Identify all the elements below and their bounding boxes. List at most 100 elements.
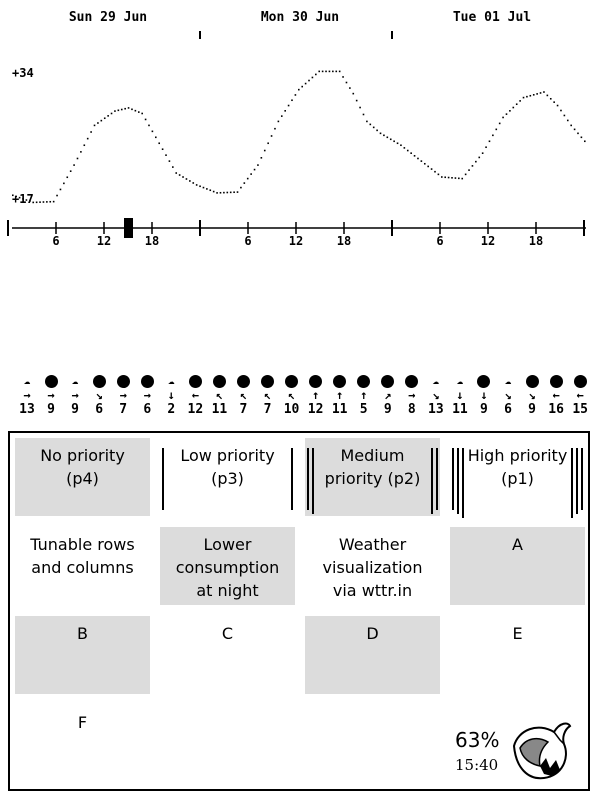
temp-point: [243, 182, 246, 184]
hour-label: 6: [436, 234, 443, 248]
temp-point: [131, 108, 133, 111]
priority-bar: [291, 448, 293, 510]
temp-point: [216, 192, 218, 194]
weather-hour: ↗9: [376, 374, 400, 417]
wind-direction-icon: ↖: [215, 388, 223, 402]
grid-cell[interactable]: High priority(p1): [450, 438, 585, 518]
weather-hour: ←16: [544, 374, 568, 417]
temp-point: [32, 201, 35, 204]
temp-point: [42, 201, 45, 203]
temp-point: [141, 112, 143, 115]
temp-point: [73, 164, 75, 166]
weather-hour: ☁↘6: [496, 374, 520, 418]
temp-point: [83, 144, 86, 147]
temp-point: [39, 201, 41, 203]
priority-bar: [436, 448, 438, 510]
temp-point: [233, 191, 235, 194]
weather-hour: ↘6: [87, 374, 111, 417]
temp-point: [277, 120, 280, 123]
temp-point: [257, 164, 259, 166]
temp-point: [468, 169, 470, 171]
temp-point: [308, 79, 310, 82]
day-label-0: Sun 29 Jun: [68, 10, 148, 25]
temp-point: [522, 96, 525, 99]
hour-label: 12: [481, 234, 495, 248]
sun-icon: [376, 374, 400, 388]
temp-point: [25, 199, 28, 201]
temp-point: [321, 70, 324, 73]
wind-speed: 6: [504, 402, 512, 417]
temp-point: [498, 122, 501, 125]
temp-point: [12, 194, 14, 197]
temp-point: [471, 165, 474, 167]
day-label-1: Mon 30 Jun: [260, 10, 340, 25]
cloudy-icon: ☁: [23, 374, 31, 387]
temp-point: [546, 94, 549, 97]
weather-hour: →7: [111, 374, 135, 417]
temp-point: [202, 186, 205, 189]
current-time-marker: [124, 218, 133, 238]
temp-point: [332, 70, 334, 73]
weather-hour: ↖7: [256, 374, 280, 417]
sun-icon: [304, 374, 328, 388]
temp-point: [509, 110, 511, 112]
temp-point: [229, 191, 232, 194]
temp-point: [206, 188, 208, 190]
temp-point: [80, 151, 82, 153]
weather-hour: ☁↘13: [424, 374, 448, 418]
temp-point: [580, 136, 583, 139]
temp-point: [366, 120, 368, 123]
temp-point: [49, 200, 52, 203]
y-max-label: +34: [12, 66, 34, 80]
temp-point: [107, 115, 109, 117]
wind-direction-icon: →: [408, 388, 416, 402]
temp-point: [400, 144, 402, 147]
grid-cell[interactable]: F: [15, 705, 150, 783]
grid-cell[interactable]: B: [15, 616, 150, 694]
temp-point: [263, 149, 266, 152]
temp-point: [532, 94, 535, 96]
wind-direction-icon: ↑: [360, 388, 368, 402]
weather-hour: →9: [39, 374, 63, 417]
temp-point: [539, 92, 542, 94]
temp-point: [389, 138, 392, 141]
grid-cell[interactable]: D: [305, 616, 440, 694]
temp-point: [172, 166, 174, 168]
temp-point: [301, 85, 304, 88]
grid-cell[interactable]: A: [450, 527, 585, 605]
temp-point: [512, 106, 515, 109]
temp-point: [22, 198, 24, 200]
sun-icon: [472, 374, 496, 388]
wind-speed: 9: [71, 402, 79, 417]
grid-cell[interactable]: No priority(p4): [15, 438, 150, 516]
priority-bar: [312, 448, 314, 514]
temp-point: [519, 100, 521, 102]
temp-point: [338, 70, 341, 73]
grid-cell[interactable]: Low priority(p3): [160, 438, 295, 516]
fox-logo-icon: [512, 722, 572, 780]
wind-direction-icon: ↖: [263, 388, 272, 402]
temp-point: [63, 182, 65, 185]
cell-label: Low priority(p3): [180, 446, 275, 488]
temp-point: [383, 134, 385, 137]
cell-label: High priority(p1): [467, 446, 568, 488]
cloudy-icon: ☁: [71, 374, 79, 387]
sun-icon: [352, 374, 376, 388]
temp-point: [35, 201, 38, 204]
weather-hour: ☁↓11: [448, 374, 472, 418]
wind-direction-icon: →: [143, 388, 151, 402]
hour-label: 12: [97, 234, 111, 248]
grid-cell[interactable]: C: [160, 616, 295, 694]
wind-direction-icon: ↘: [528, 388, 536, 402]
wind-speed: 12: [187, 402, 204, 417]
temp-point: [294, 94, 297, 96]
grid-cell[interactable]: E: [450, 616, 585, 694]
temp-point: [417, 157, 419, 160]
sun-icon: [39, 374, 63, 388]
temp-point: [253, 168, 256, 171]
